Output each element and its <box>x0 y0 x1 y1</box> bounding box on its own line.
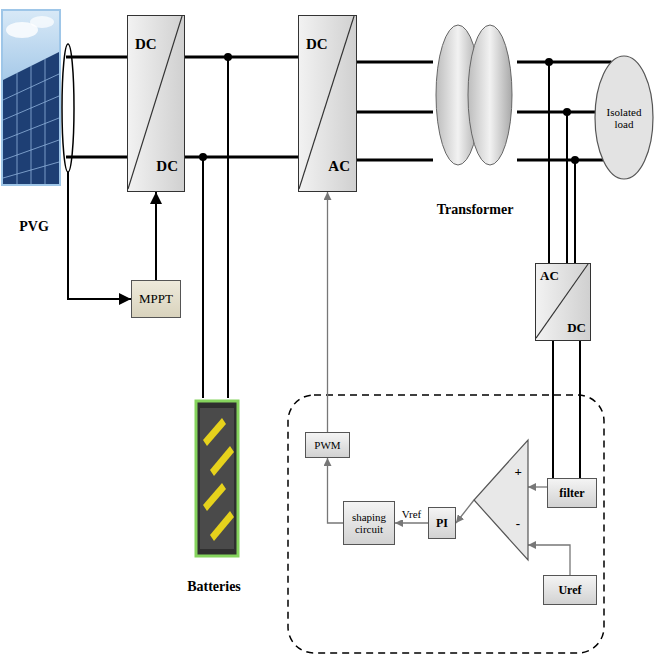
connector <box>517 62 575 263</box>
pwm-box: PWM <box>305 432 350 458</box>
node-text: Transformer <box>433 202 517 218</box>
control-region <box>288 395 604 653</box>
panel-grid <box>3 59 59 184</box>
mppt-box: MPPT <box>131 280 181 318</box>
node-text: PI <box>436 516 448 531</box>
node-text: Batteries <box>178 579 250 595</box>
sensing-loop <box>62 44 74 172</box>
node-text: filter <box>559 486 584 501</box>
sky-background <box>2 10 60 185</box>
node-text: - <box>516 516 520 532</box>
dc-ac-inverter: DC AC <box>298 15 357 192</box>
connector <box>528 545 570 575</box>
node-text: DC <box>135 36 157 53</box>
connector <box>327 192 328 432</box>
battery-case <box>200 408 234 549</box>
load-ellipse <box>595 56 653 179</box>
solar-panel-picture <box>2 10 60 185</box>
battery-bar <box>203 483 226 511</box>
converter-slash <box>536 264 588 338</box>
battery-frame <box>196 401 238 556</box>
pv-generator: PVG <box>2 10 66 235</box>
node-text: Uref <box>558 583 581 598</box>
filter-box: filter <box>547 478 597 508</box>
connector <box>395 522 428 523</box>
junction-dot <box>199 153 207 161</box>
shaping-circuit-box: shaping circuit <box>343 501 395 545</box>
triangle-outline <box>474 440 528 560</box>
connector <box>528 486 547 487</box>
node-text: PVG <box>2 219 66 235</box>
converter-slash <box>128 16 182 189</box>
junction-dot <box>224 53 232 61</box>
battery-bar <box>210 446 234 476</box>
ac-dc-rectifier: AC DC <box>535 263 591 341</box>
connector <box>185 57 298 157</box>
junction-dot <box>563 108 571 116</box>
grid-line <box>31 66 32 184</box>
transformer-symbol <box>436 25 512 165</box>
node-text: MPPT <box>139 291 173 307</box>
converter-slash <box>299 16 354 189</box>
junction-dot <box>545 58 553 66</box>
dc-dc-converter: DC DC <box>127 15 185 192</box>
node-text: DC <box>156 158 178 175</box>
node-text: AC <box>540 268 559 284</box>
battery-bar <box>210 511 234 541</box>
comparator-triangle <box>474 440 528 560</box>
pi-controller-box: PI <box>428 507 456 539</box>
junction-dot <box>571 156 579 164</box>
node-text: AC <box>328 158 350 175</box>
battery-bank: Batteries <box>178 398 250 595</box>
node-text: shaping circuit <box>346 511 392 535</box>
connector <box>456 500 474 523</box>
transformer: Transformer <box>433 22 517 218</box>
connector <box>328 458 344 523</box>
panel-surface <box>3 52 59 184</box>
connector <box>68 172 131 299</box>
battery-picture <box>196 401 238 556</box>
grid-line <box>45 59 46 184</box>
comparator: +- <box>474 440 528 560</box>
node-text: Isolated load <box>602 106 646 130</box>
signal-label: Vref <box>401 508 423 520</box>
connector <box>553 341 580 478</box>
node-text: PWM <box>314 439 340 451</box>
reference-box: Uref <box>543 575 597 605</box>
isolated-load: Isolated load <box>594 55 654 180</box>
connector <box>357 62 433 160</box>
connector <box>185 57 228 398</box>
node-text: + <box>515 464 522 480</box>
cloud <box>30 16 54 28</box>
connector <box>155 192 157 280</box>
node-text: DC <box>567 320 586 336</box>
battery-bar <box>203 418 226 446</box>
grid-line <box>17 73 18 184</box>
transformer-coil <box>468 25 512 165</box>
node-text: DC <box>306 36 328 53</box>
connector <box>66 57 127 157</box>
